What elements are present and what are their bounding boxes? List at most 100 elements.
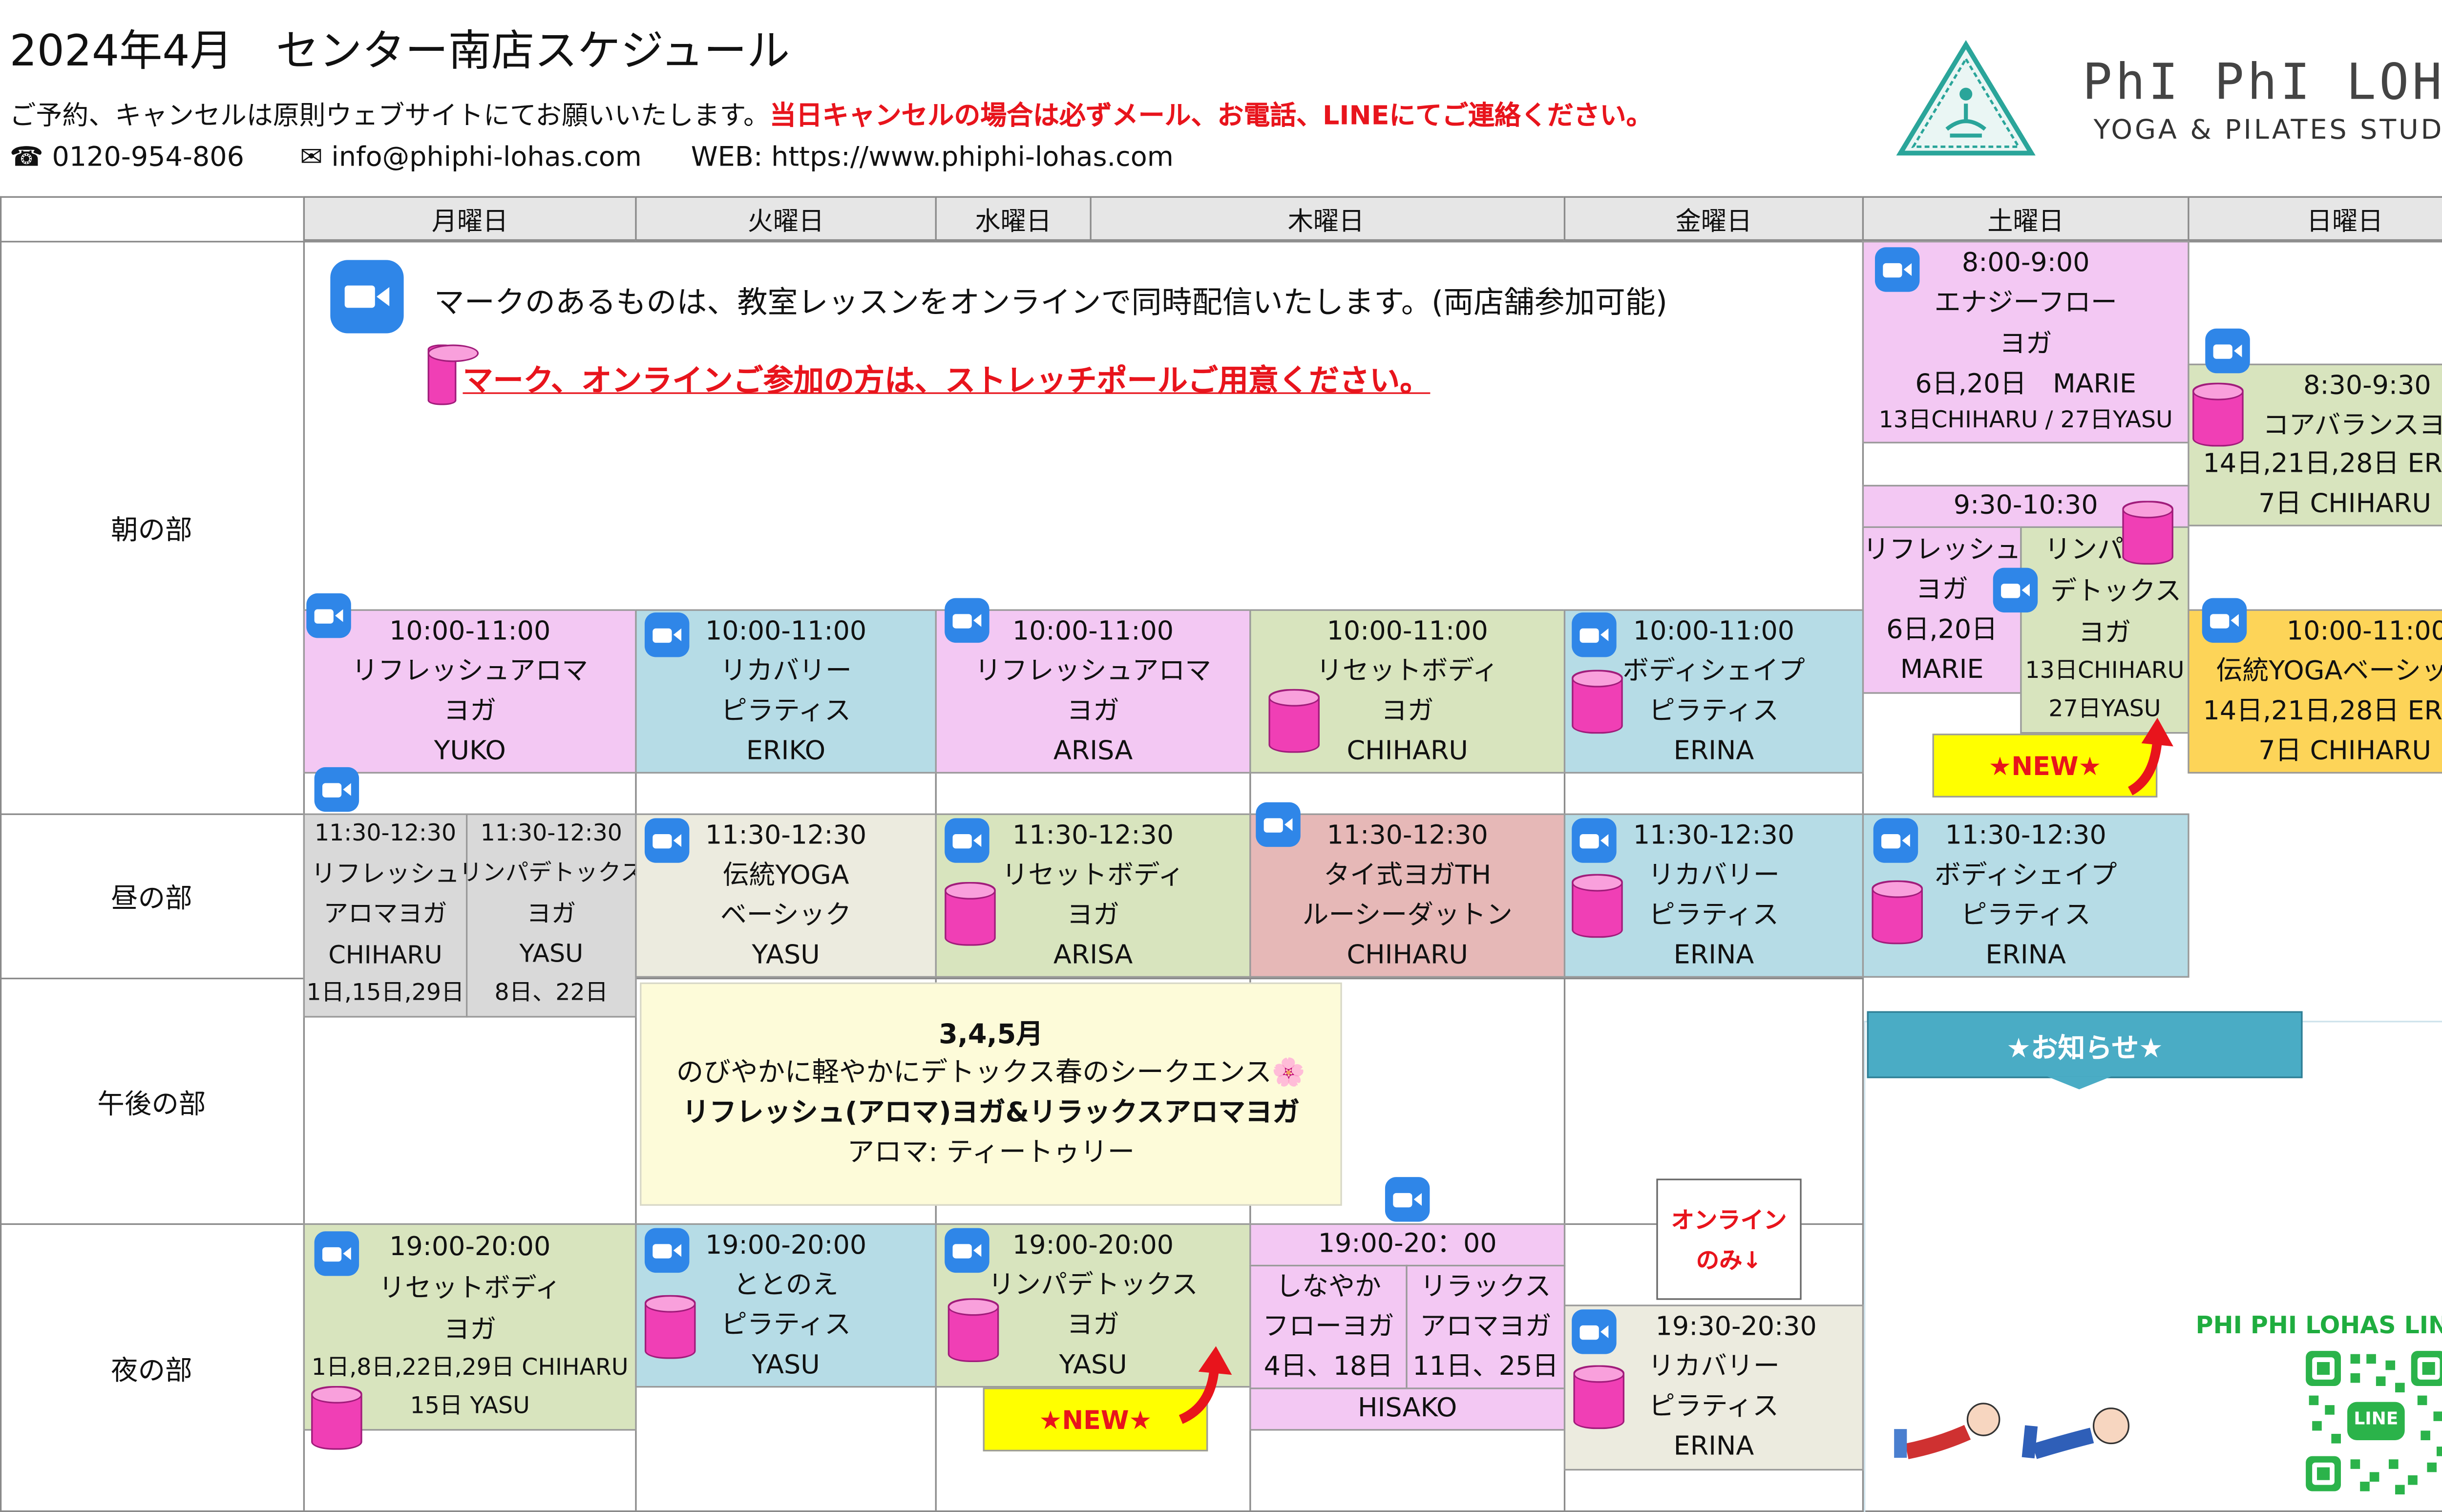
website-url[interactable]: WEB: https://www.phiphi-lohas.com — [691, 142, 1174, 174]
zoom-icon — [2202, 598, 2247, 643]
online-only-label: オンライン — [1671, 1209, 1787, 1235]
class-instructor: ERINA — [1673, 939, 1754, 969]
class-instructor: 6日,20日 MARIE — [1915, 367, 2137, 398]
class-wed-1000[interactable]: 10:00-11:00 リフレッシュアロマ ヨガ ARISA — [935, 609, 1251, 774]
class-type: ピラティス — [720, 1309, 851, 1340]
class-time: 19:00-20：00 — [1318, 1229, 1497, 1260]
zoom-icon — [945, 1228, 989, 1273]
class-title: リンパ — [2044, 534, 2124, 565]
class-dates: 11日、25日 — [1412, 1351, 1559, 1382]
day-header-sunday: 日曜日 — [2188, 196, 2442, 241]
zoom-icon — [314, 1231, 359, 1276]
grid-line — [0, 1510, 2442, 1512]
zoom-icon — [1385, 1177, 1430, 1222]
class-sat-0930-refresh[interactable]: リフレッシュ ヨガ 6日,20日 MARIE — [1862, 526, 2022, 694]
class-title: リフレッシュ — [311, 860, 460, 889]
class-sat-1130[interactable]: 11:30-12:30 ボディシェイプ ピラティス ERINA — [1862, 813, 2189, 978]
class-time: 10:00-11:00 — [1633, 616, 1795, 647]
class-thu-1900-relax[interactable]: リラックス アロマヨガ 11日、25日 — [1406, 1264, 1566, 1389]
booking-notice-text: ご予約、キャンセルは原則ウェブサイトにてお願いいたします。 — [9, 100, 770, 131]
class-mon-1130-b[interactable]: 11:30-12:30 リンパデトックス ヨガ YASU 8日、22日 — [459, 813, 644, 1018]
class-title: リンパデトックス — [988, 1269, 1198, 1300]
class-mon-1000[interactable]: 10:00-11:00 リフレッシュアロマ ヨガ YUKO — [303, 609, 637, 774]
class-mon-1130-a[interactable]: 11:30-12:30 リフレッシュ アロマヨガ CHIHARU 1日,15日,… — [303, 813, 468, 1018]
grid-line — [0, 241, 2442, 243]
grid-line — [0, 196, 2, 1512]
day-header-wednesday: 水曜日 — [935, 196, 1092, 241]
zoom-icon — [644, 1228, 690, 1273]
class-instructor: 7日 CHIHARU — [2258, 735, 2432, 765]
zoom-icon — [1572, 1309, 1617, 1354]
class-title: リセットボディ — [1316, 655, 1499, 686]
class-dates: 6日,20日 — [1886, 614, 1998, 645]
class-tue-1000[interactable]: 10:00-11:00 リカバリー ピラティス ERIKO — [635, 609, 937, 774]
class-instructor: ARISA — [1053, 735, 1133, 765]
class-title: 伝統YOGA — [722, 860, 849, 890]
brand-name: PhI PhI LOHAS — [2082, 54, 2442, 112]
email-address[interactable]: ✉ info@phiphi-lohas.com — [300, 142, 642, 174]
class-dates: 4日、18日 — [1263, 1351, 1393, 1382]
class-time: 11:30-12:30 — [1326, 820, 1488, 851]
zoom-icon — [1874, 247, 1920, 292]
zoom-icon — [1572, 612, 1617, 657]
new-badge: ★NEW★ — [983, 1387, 1208, 1451]
class-sat-0800[interactable]: 8:00-9:00 エナジーフロー ヨガ 6日,20日 MARIE 13日CHI… — [1862, 241, 2189, 443]
qr-line-text: LINE — [2354, 1408, 2399, 1429]
class-instructor: 13日CHIHARU / 27日YASU — [1878, 407, 2173, 433]
class-thu-1130[interactable]: 11:30-12:30 タイ式ヨガTH ルーシーダットン CHIHARU — [1249, 813, 1566, 978]
stretch-pole-icon — [1268, 689, 1320, 753]
news-banner[interactable]: ★お知らせ★ — [1867, 1011, 2303, 1078]
online-only-label: のみ↓ — [1696, 1249, 1762, 1275]
class-instructor: HISAKO — [1357, 1393, 1457, 1424]
class-instructor: ARISA — [1053, 939, 1133, 969]
stretch-pole-icon — [2122, 501, 2173, 565]
stretch-pole-notice: マーク、オンラインご参加の方は、ストレッチポールご用意ください。 — [463, 363, 1431, 399]
class-type: ベーシック — [720, 899, 852, 930]
page-title: 2024年4月 センター南店スケジュール — [9, 27, 790, 77]
class-time: 19:00-20:00 — [389, 1231, 551, 1262]
stretch-pole-icon — [427, 344, 479, 405]
class-time: 8:30-9:30 — [2303, 370, 2431, 401]
class-title: リカバリー — [1648, 1351, 1780, 1382]
class-instructor: 14日,21日,28日 ERIKO — [2203, 695, 2442, 726]
class-instructor: YASU — [752, 939, 820, 969]
class-type: ヨガ — [1381, 695, 1434, 726]
promo-aroma: アロマ: ティートゥリー — [847, 1136, 1135, 1169]
class-type: ヨガ — [1916, 574, 1969, 605]
line-qr-code-icon[interactable] — [2302, 1347, 2442, 1495]
stretch-pole-icon — [644, 1295, 696, 1359]
zoom-icon — [1873, 818, 1918, 863]
class-instructor: ERIKO — [746, 735, 826, 765]
class-instructor: ERINA — [1673, 735, 1754, 765]
class-thu-1900-instructor: HISAKO — [1249, 1387, 1566, 1431]
class-title: コアバランスヨガ — [2262, 409, 2442, 440]
class-time: 10:00-11:00 — [1326, 616, 1488, 647]
stretch-pole-icon — [1573, 1365, 1625, 1429]
stretch-pole-icon — [945, 882, 996, 946]
online-notice-text: マークのあるものは、教室レッスンをオンラインで同時配信いたします。(両店舗参加可… — [434, 285, 1668, 321]
zoom-icon — [945, 598, 989, 643]
class-title: タイ式ヨガTH — [1324, 860, 1492, 890]
class-type: ヨガ — [1999, 328, 2052, 358]
class-type: フローヨガ — [1263, 1311, 1394, 1342]
class-type: ピラティス — [720, 695, 851, 726]
class-time: 11:30-12:30 — [1012, 820, 1174, 851]
zoom-icon — [644, 818, 690, 863]
yoga-pose-illustration-icon — [2021, 1407, 2130, 1459]
stretch-pole-icon — [947, 1298, 999, 1362]
class-instructor: 7日 CHIHARU — [2258, 487, 2432, 518]
brand-tagline: YOGA & PILATES STUDIO — [2093, 115, 2442, 147]
class-type: アロマヨガ — [1419, 1311, 1552, 1342]
yoga-pose-illustration-icon — [1894, 1403, 2000, 1459]
class-instructor: 13日CHIHARU — [2025, 659, 2185, 685]
class-type: ヨガ — [1067, 1309, 1119, 1340]
zoom-icon — [1256, 802, 1301, 847]
class-type: ヨガ — [1067, 899, 1119, 930]
class-thu-1900-flow[interactable]: しなやか フローヨガ 4日、18日 — [1249, 1264, 1408, 1389]
class-title: リセットボディ — [1002, 860, 1184, 890]
class-title: ボディシェイプ — [1934, 860, 2117, 890]
class-title: ととのえ — [733, 1269, 839, 1300]
phone-number[interactable]: ☎ 0120-954-806 — [9, 142, 244, 174]
zoom-icon — [314, 767, 359, 812]
class-thu-1900-time: 19:00-20：00 — [1249, 1223, 1566, 1265]
